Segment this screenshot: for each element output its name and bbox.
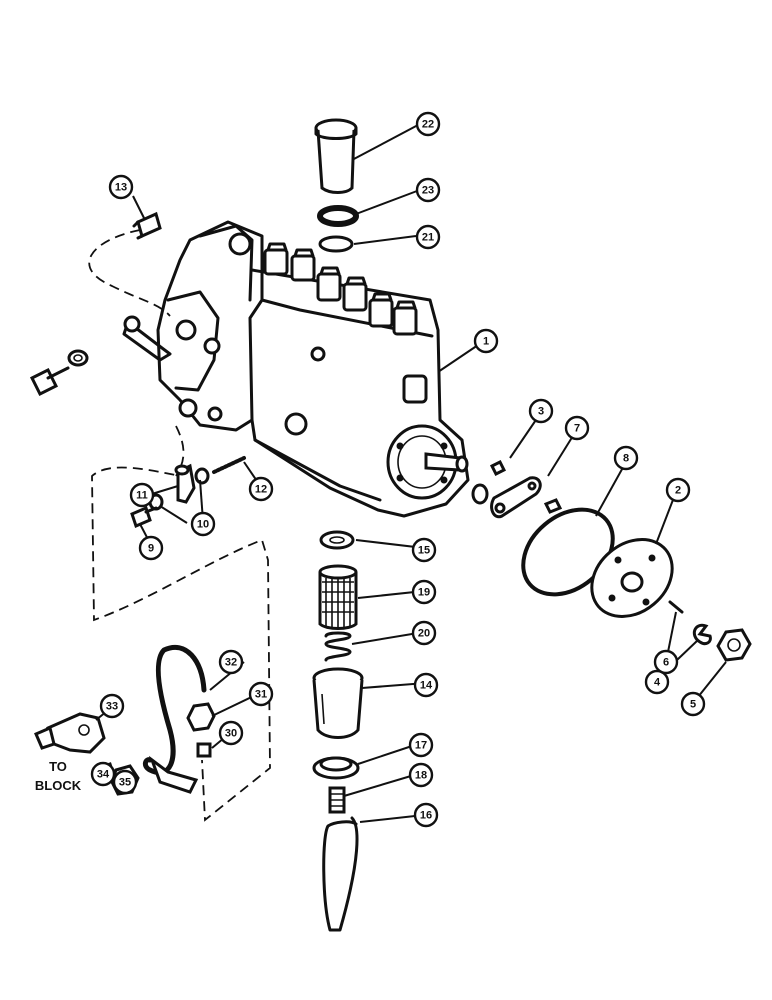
callout-number: 6: [663, 657, 669, 669]
callout-19: 19: [411, 579, 437, 605]
callout-12: 12: [248, 476, 274, 502]
callout-6: 6: [653, 649, 679, 675]
callout-circle: [413, 672, 439, 698]
callout-circle: [411, 537, 437, 563]
callout-17: 17: [408, 732, 434, 758]
callout-1: 1: [473, 328, 499, 354]
callout-circle: [411, 620, 437, 646]
callout-5: 5: [680, 691, 706, 717]
callout-31: 31: [248, 681, 274, 707]
callout-number: 11: [136, 490, 148, 502]
callout-circle: [680, 691, 706, 717]
callout-number: 18: [415, 770, 427, 782]
callout-15: 15: [411, 537, 437, 563]
callout-circle: [644, 669, 670, 695]
callout-2: 2: [665, 477, 691, 503]
callout-23: 23: [415, 177, 441, 203]
callout-20: 20: [411, 620, 437, 646]
callout-number: 16: [420, 810, 432, 822]
callout-11: 11: [129, 482, 155, 508]
sediment-bowl-stack: [312, 530, 364, 932]
callout-number: 12: [255, 484, 267, 496]
callout-3: 3: [528, 398, 554, 424]
callout-number: 2: [675, 485, 681, 497]
callout-number: 32: [225, 657, 237, 669]
callout-7: 7: [564, 415, 590, 441]
callout-number: 31: [255, 689, 267, 701]
drive-coupling-group: [471, 459, 752, 662]
filter-cap-group: [314, 118, 359, 253]
callout-30: 30: [218, 720, 244, 746]
callout-circle: [415, 177, 441, 203]
callout-number: 10: [197, 519, 209, 531]
callout-10: 10: [190, 511, 216, 537]
to-block-label-line1: TO: [49, 759, 67, 774]
callout-circle: [248, 476, 274, 502]
callout-circle: [564, 415, 590, 441]
callout-14: 14: [413, 672, 439, 698]
callout-circle: [473, 328, 499, 354]
callout-circle: [411, 579, 437, 605]
callout-number: 5: [690, 699, 696, 711]
callout-circle: [112, 769, 138, 795]
callout-number: 35: [119, 777, 131, 789]
callout-circle: [129, 482, 155, 508]
callout-number: 7: [574, 423, 580, 435]
callout-circle: [190, 511, 216, 537]
callout-circle: [408, 762, 434, 788]
callout-34: 34: [90, 761, 116, 787]
callout-circle: [248, 681, 274, 707]
callout-number: 4: [654, 677, 661, 689]
callout-number: 21: [422, 232, 434, 244]
injection-pump-body: [156, 220, 470, 518]
callout-number: 34: [97, 769, 110, 781]
callout-circle: [108, 174, 134, 200]
callout-circle: [218, 720, 244, 746]
callout-circle: [90, 761, 116, 787]
callout-number: 33: [106, 701, 118, 713]
callout-number: 1: [483, 336, 489, 348]
callout-number: 3: [538, 406, 544, 418]
callout-circle: [528, 398, 554, 424]
callout-32: 32: [218, 649, 244, 675]
callout-circle: [665, 477, 691, 503]
callout-circle: [138, 535, 164, 561]
callout-8: 8: [613, 445, 639, 471]
callout-number: 22: [422, 119, 434, 131]
callout-number: 20: [418, 628, 430, 640]
callout-number: 8: [623, 453, 629, 465]
callout-number: 19: [418, 587, 430, 599]
callout-number: 30: [225, 728, 237, 740]
callout-33: 33: [99, 693, 125, 719]
callout-35: 35: [112, 769, 138, 795]
callout-circle: [218, 649, 244, 675]
callout-number: 17: [415, 740, 427, 752]
delivery-valve-holders: [263, 242, 418, 336]
throttle-lever-group: [29, 211, 172, 397]
callout-number: 23: [422, 185, 434, 197]
callout-circle: [613, 445, 639, 471]
callout-circle: [415, 111, 441, 137]
callout-number: 14: [420, 680, 433, 692]
callout-circle: [413, 802, 439, 828]
callout-number: 13: [115, 182, 127, 194]
to-block-label-line2: BLOCK: [35, 778, 82, 793]
callout-number: 9: [148, 543, 154, 555]
banjo-fitting-group: [91, 425, 271, 822]
callout-18: 18: [408, 762, 434, 788]
callout-circle: [653, 649, 679, 675]
callout-4: 4: [644, 669, 670, 695]
callout-21: 21: [415, 224, 441, 250]
callout-16: 16: [413, 802, 439, 828]
callout-circle: [415, 224, 441, 250]
callout-22: 22: [415, 111, 441, 137]
callout-circle: [408, 732, 434, 758]
callout-9: 9: [138, 535, 164, 561]
callout-circle: [99, 693, 125, 719]
callout-number: 15: [418, 545, 430, 557]
callout-13: 13: [108, 174, 134, 200]
